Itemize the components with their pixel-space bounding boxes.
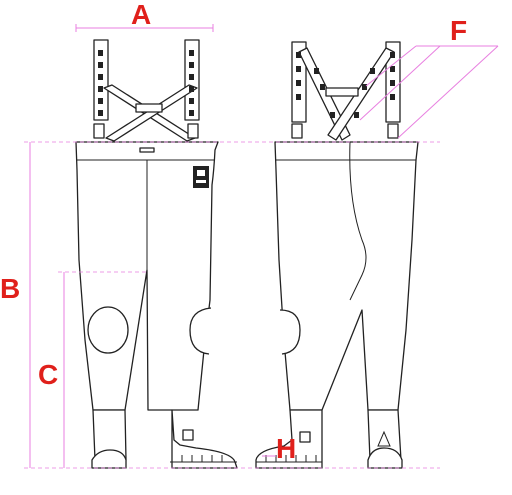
front-view — [75, 39, 238, 469]
brand-logo-icon — [193, 166, 209, 188]
side-suspenders — [291, 41, 401, 141]
front-suspenders — [93, 39, 200, 142]
label-h: H — [276, 433, 296, 464]
label-f: F — [450, 15, 467, 46]
dimension-labels: A B C F H — [0, 0, 467, 464]
side-view — [255, 41, 419, 469]
side-boots — [255, 409, 403, 469]
label-a: A — [131, 0, 151, 30]
label-b: B — [0, 273, 20, 304]
front-boots — [91, 409, 238, 469]
dimension-lines — [24, 24, 499, 469]
knee-pad — [87, 306, 129, 354]
label-c: C — [38, 359, 58, 390]
side-body — [274, 141, 419, 411]
